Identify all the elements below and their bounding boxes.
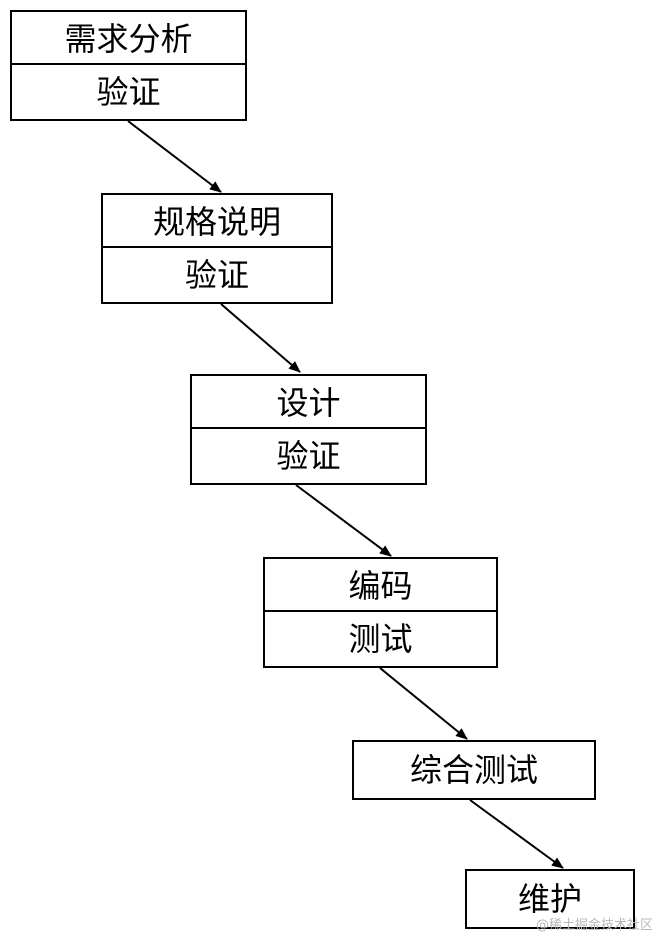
stage-title: 需求分析 [64,20,193,58]
stage-check: 验证 [103,246,331,302]
stage-maintenance: 维护 [465,869,635,929]
stage-check: 验证 [12,63,245,119]
stage-integration-testing: 综合测试 [352,740,596,800]
stage-title: 规格说明 [152,203,281,241]
stage-title: 综合测试 [409,751,538,789]
stage-requirements-analysis: 需求分析 验证 [10,10,247,121]
arrow-2-to-3 [220,303,301,373]
stage-design: 设计 验证 [190,374,427,485]
arrow-4-to-5 [379,667,468,740]
stage-title: 设计 [276,384,341,422]
arrow-5-to-6 [469,799,564,869]
watermark: @稀土掘金技术社区 [535,918,653,933]
stage-specification: 规格说明 验证 [101,193,333,304]
stage-check: 验证 [192,427,425,483]
arrow-1-to-2 [127,120,222,193]
arrow-3-to-4 [295,484,392,557]
stage-coding: 编码 测试 [263,557,498,668]
stage-title: 维护 [517,880,582,918]
stage-title: 编码 [348,567,413,605]
stage-check: 测试 [265,610,496,666]
